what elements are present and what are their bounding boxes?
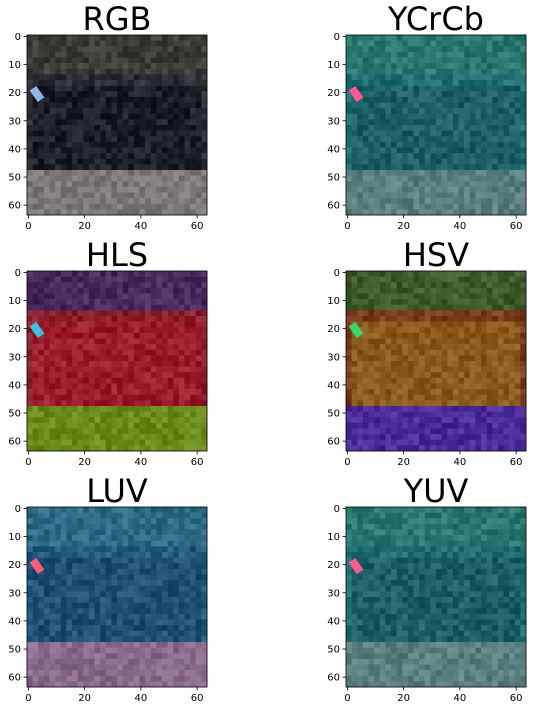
image-luv — [27, 507, 208, 688]
y-tick-label: 0 — [334, 32, 340, 43]
image-hsv — [346, 271, 527, 452]
x-tick-label: 60 — [191, 221, 204, 232]
x-tick-label: 40 — [454, 693, 467, 704]
x-tick-label: 60 — [510, 457, 523, 468]
y-tick-label: 20 — [327, 88, 340, 99]
y-tick-label: 40 — [327, 380, 340, 391]
axes-frame — [345, 270, 527, 452]
panel-title: HLS — [86, 236, 148, 274]
axes-frame — [26, 270, 208, 452]
y-tick-label: 40 — [8, 616, 21, 627]
panel-ycrcb: YCrCb 0 20 40 60 0 10 20 30 40 50 60 — [327, 0, 527, 232]
y-tick-label: 10 — [8, 532, 21, 543]
x-tick-label: 40 — [454, 457, 467, 468]
y-tick-label: 20 — [8, 560, 21, 571]
y-tick-label: 60 — [327, 437, 340, 448]
y-tick-label: 50 — [8, 409, 21, 420]
image-ycrcb — [346, 35, 527, 216]
x-tick-label: 0 — [25, 457, 31, 468]
panel-title: HSV — [403, 236, 469, 274]
y-tick-label: 60 — [327, 201, 340, 212]
panel-title: YCrCb — [387, 0, 484, 38]
x-tick-label: 60 — [510, 221, 523, 232]
panel-yuv: YUV 0 20 40 60 0 10 20 30 40 50 60 — [327, 472, 527, 704]
y-tick-label: 20 — [8, 88, 21, 99]
y-tick-label: 60 — [8, 437, 21, 448]
y-tick-label: 40 — [327, 144, 340, 155]
x-tick-label: 40 — [135, 693, 148, 704]
y-tick-label: 60 — [327, 673, 340, 684]
y-tick-label: 60 — [8, 201, 21, 212]
y-tick-label: 10 — [327, 60, 340, 71]
x-tick-label: 20 — [78, 457, 91, 468]
y-tick-label: 0 — [15, 268, 21, 279]
x-tick-label: 20 — [397, 693, 410, 704]
x-tick-label: 60 — [191, 457, 204, 468]
y-tick-label: 0 — [334, 504, 340, 515]
y-tick-label: 20 — [327, 560, 340, 571]
panel-rgb: RGB 0 20 40 60 0 10 20 30 40 50 60 — [8, 0, 208, 232]
panel-title: LUV — [86, 472, 148, 510]
x-tick-label: 0 — [25, 221, 31, 232]
x-tick-label: 20 — [397, 221, 410, 232]
x-tick-label: 20 — [78, 221, 91, 232]
axes-frame — [345, 506, 527, 688]
axes-frame — [26, 506, 208, 688]
y-tick-label: 0 — [15, 504, 21, 515]
y-tick-label: 0 — [15, 32, 21, 43]
y-tick-label: 20 — [327, 324, 340, 335]
y-tick-label: 30 — [327, 116, 340, 127]
x-tick-label: 20 — [397, 457, 410, 468]
y-tick-label: 60 — [8, 673, 21, 684]
image-hls — [27, 271, 208, 452]
y-tick-label: 30 — [327, 588, 340, 599]
y-tick-label: 30 — [327, 352, 340, 363]
x-tick-label: 0 — [25, 693, 31, 704]
panel-title: YUV — [403, 472, 469, 510]
x-tick-label: 60 — [510, 693, 523, 704]
axes-frame — [345, 34, 527, 216]
panel-hls: HLS 0 20 40 60 0 10 20 30 40 50 60 — [8, 236, 208, 468]
y-tick-label: 10 — [8, 296, 21, 307]
x-tick-label: 40 — [135, 221, 148, 232]
x-tick-label: 40 — [454, 221, 467, 232]
x-tick-label: 40 — [135, 457, 148, 468]
axes-frame — [26, 34, 208, 216]
y-tick-label: 40 — [8, 144, 21, 155]
image-rgb — [27, 35, 208, 216]
y-tick-label: 30 — [8, 588, 21, 599]
y-tick-label: 50 — [8, 173, 21, 184]
x-tick-label: 0 — [344, 693, 350, 704]
image-yuv — [346, 507, 527, 688]
y-tick-label: 40 — [327, 616, 340, 627]
y-tick-label: 50 — [327, 173, 340, 184]
panel-hsv: HSV 0 20 40 60 0 10 20 30 40 50 60 — [327, 236, 527, 468]
y-tick-label: 30 — [8, 352, 21, 363]
y-tick-label: 0 — [334, 268, 340, 279]
x-tick-label: 0 — [344, 457, 350, 468]
y-tick-label: 50 — [8, 645, 21, 656]
y-tick-label: 30 — [8, 116, 21, 127]
panel-title: RGB — [83, 0, 152, 38]
x-tick-label: 20 — [78, 693, 91, 704]
y-tick-label: 10 — [327, 532, 340, 543]
y-tick-label: 50 — [327, 645, 340, 656]
panel-luv: LUV 0 20 40 60 0 10 20 30 40 50 60 — [8, 472, 208, 704]
y-tick-label: 20 — [8, 324, 21, 335]
x-tick-label: 60 — [191, 693, 204, 704]
y-tick-label: 10 — [327, 296, 340, 307]
y-tick-label: 50 — [327, 409, 340, 420]
x-tick-label: 0 — [344, 221, 350, 232]
y-tick-label: 40 — [8, 380, 21, 391]
y-tick-label: 10 — [8, 60, 21, 71]
